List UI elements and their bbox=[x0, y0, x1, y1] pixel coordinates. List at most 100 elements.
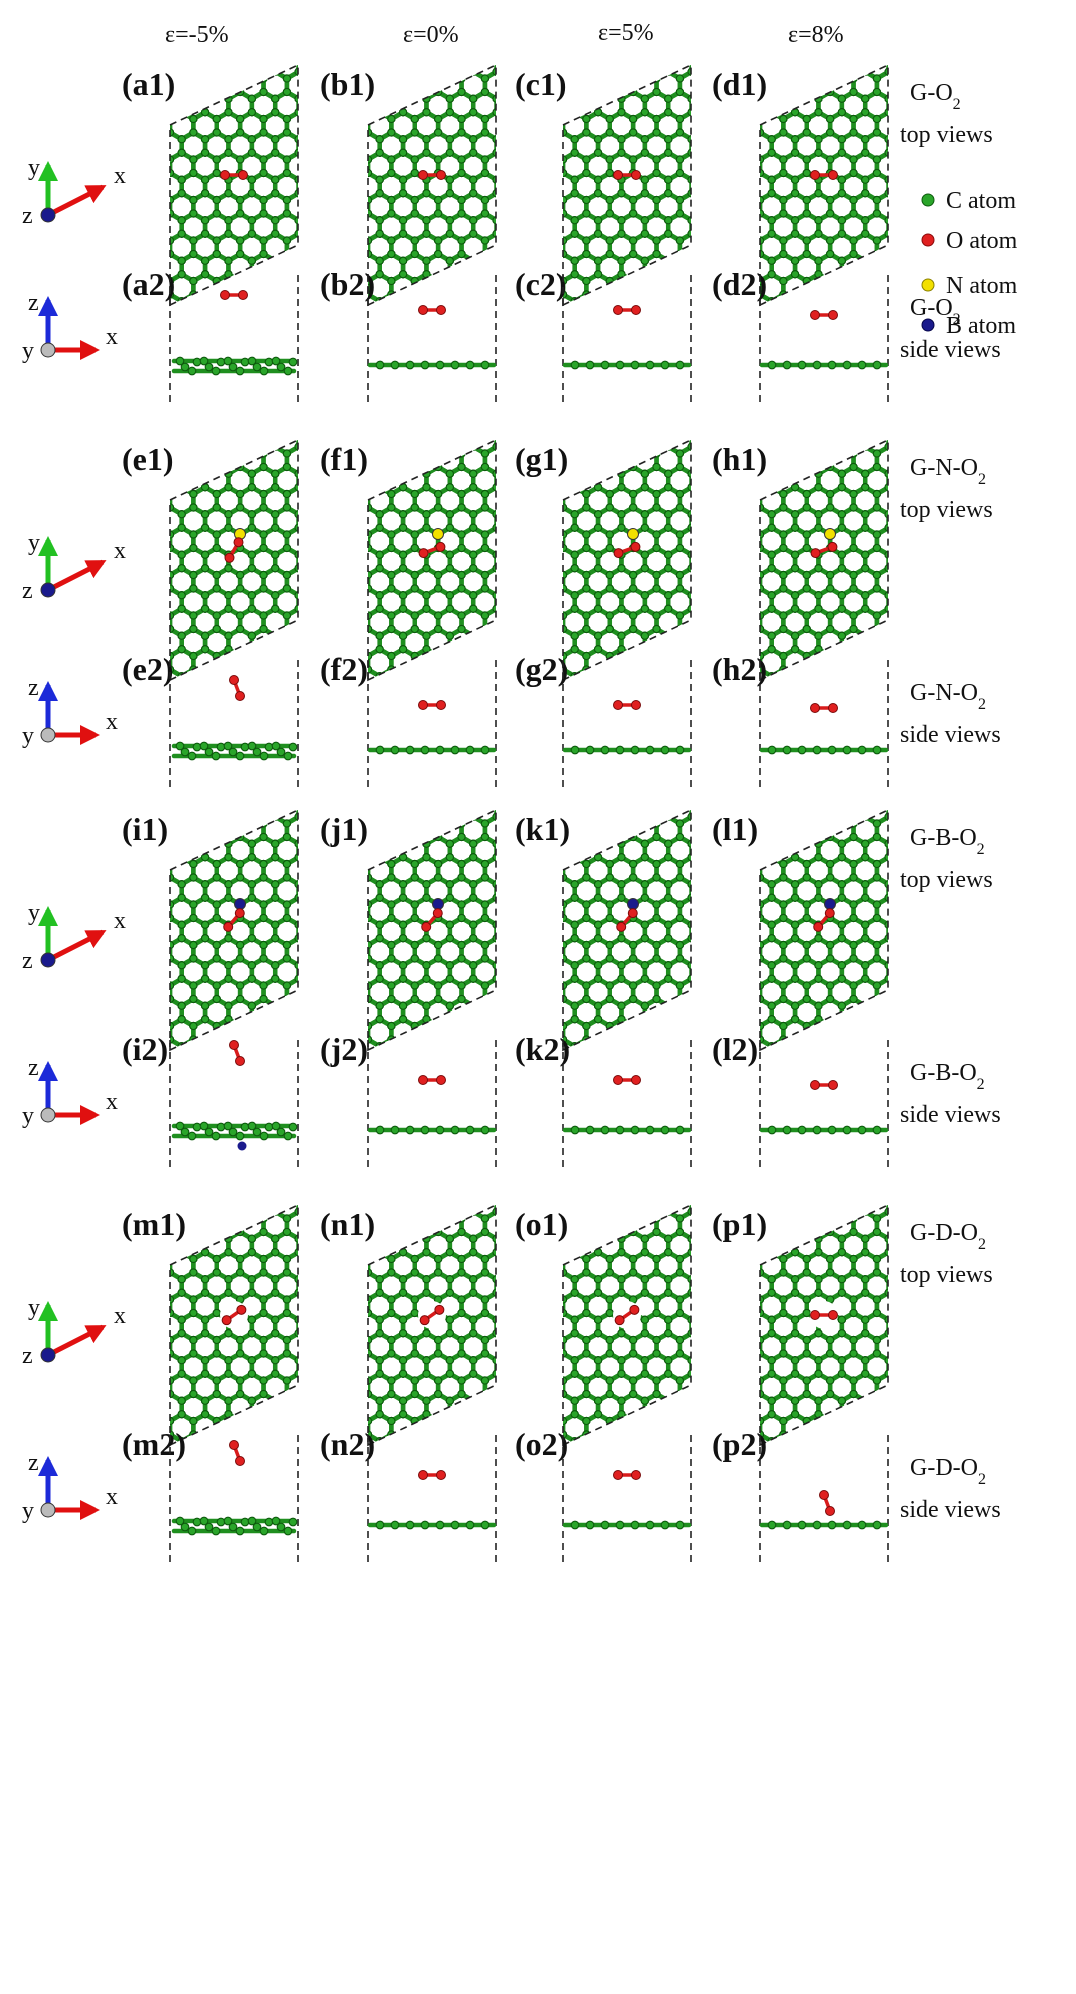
c-atom bbox=[375, 745, 385, 755]
c-atom bbox=[675, 745, 685, 755]
c-atom bbox=[585, 745, 595, 755]
o-atom bbox=[827, 541, 838, 552]
axis-triad: zxy bbox=[22, 1450, 118, 1524]
o-atom bbox=[627, 908, 638, 919]
o-atom bbox=[235, 1056, 245, 1066]
c-atom bbox=[660, 360, 670, 370]
side-view-panel bbox=[759, 275, 889, 405]
c-atom bbox=[187, 1526, 197, 1536]
panel-label: (j1) bbox=[320, 811, 368, 847]
row-title: G-D-O2 bbox=[910, 1455, 986, 1488]
axis-triad: zxy bbox=[22, 1055, 118, 1129]
c-atom bbox=[276, 1127, 286, 1137]
axis-origin bbox=[40, 952, 56, 968]
c-atom bbox=[405, 745, 415, 755]
row-subtitle: top views bbox=[900, 497, 993, 523]
legend-label: C atom bbox=[946, 188, 1016, 214]
side-view-panel bbox=[367, 660, 497, 790]
row-subtitle: top views bbox=[900, 1262, 993, 1288]
o-atom bbox=[436, 1075, 446, 1085]
c-atom bbox=[375, 1125, 385, 1135]
c-atom bbox=[812, 360, 822, 370]
c-atom bbox=[782, 1125, 792, 1135]
o-atom bbox=[418, 548, 429, 559]
o-atom bbox=[613, 1075, 623, 1085]
c-atom bbox=[842, 360, 852, 370]
o-atom bbox=[810, 310, 820, 320]
panel-label: (f1) bbox=[320, 441, 368, 477]
side-view-panel bbox=[367, 1435, 497, 1565]
c-atom bbox=[199, 1516, 209, 1526]
unit-cell-boundary bbox=[562, 808, 692, 1052]
c-atom bbox=[615, 745, 625, 755]
c-atom bbox=[235, 1131, 245, 1141]
o-atom bbox=[238, 290, 248, 300]
o-atom bbox=[616, 921, 627, 932]
c-atom bbox=[223, 356, 233, 366]
c-atom bbox=[480, 1125, 490, 1135]
c-atom bbox=[615, 1520, 625, 1530]
side-view-panel bbox=[169, 660, 299, 790]
c-atom bbox=[660, 1520, 670, 1530]
c-atom bbox=[767, 1520, 777, 1530]
o-atom bbox=[224, 552, 235, 563]
c-atom bbox=[797, 360, 807, 370]
o-atom bbox=[813, 921, 824, 932]
panel-label: (j2) bbox=[320, 1031, 368, 1067]
side-view-panel bbox=[169, 275, 299, 405]
c-atom bbox=[570, 745, 580, 755]
c-atom bbox=[600, 745, 610, 755]
c-atom bbox=[175, 741, 185, 751]
c-atom bbox=[252, 362, 262, 372]
c-atom bbox=[199, 1121, 209, 1131]
unit-cell-boundary bbox=[759, 438, 889, 682]
c-atom bbox=[223, 1121, 233, 1131]
panel-label: (m2) bbox=[122, 1426, 186, 1462]
c-atom bbox=[228, 1522, 238, 1532]
o-atom bbox=[828, 1080, 838, 1090]
axis-label: x bbox=[114, 1303, 126, 1329]
o-atom bbox=[436, 170, 446, 180]
c-atom bbox=[570, 360, 580, 370]
o-atom bbox=[810, 170, 820, 180]
side-view-panel bbox=[759, 1040, 889, 1170]
c-atom bbox=[872, 360, 882, 370]
axis-label: z bbox=[28, 1450, 39, 1476]
c-atom bbox=[812, 1125, 822, 1135]
o-atom bbox=[238, 170, 248, 180]
c-atom bbox=[276, 362, 286, 372]
axis-origin bbox=[40, 1502, 56, 1518]
unit-cell-boundary bbox=[169, 438, 299, 682]
c-atom bbox=[872, 745, 882, 755]
o-atom bbox=[631, 305, 641, 315]
c-atom bbox=[235, 1526, 245, 1536]
c-atom bbox=[375, 1520, 385, 1530]
panel-label: (o1) bbox=[515, 1206, 568, 1242]
c-atom bbox=[630, 1125, 640, 1135]
axis-triad: zxy bbox=[22, 290, 118, 364]
panel-label: (a1) bbox=[122, 66, 175, 102]
n-atom bbox=[627, 528, 639, 540]
c-atom bbox=[842, 1125, 852, 1135]
o-atom bbox=[819, 1490, 829, 1500]
o-atom-swatch bbox=[921, 233, 935, 247]
axis-label: x bbox=[114, 908, 126, 934]
c-atom bbox=[180, 1522, 190, 1532]
side-view-panel bbox=[367, 275, 497, 405]
o-atom bbox=[630, 541, 641, 552]
n-atom-swatch bbox=[921, 278, 935, 292]
c-atom bbox=[630, 360, 640, 370]
o-atom bbox=[235, 691, 245, 701]
axis-label: y bbox=[22, 338, 34, 364]
c-atom bbox=[247, 1516, 257, 1526]
axis-label: x bbox=[106, 324, 118, 350]
c-atom bbox=[872, 1125, 882, 1135]
panel-label: (n1) bbox=[320, 1206, 375, 1242]
row-subtitle: side views bbox=[900, 722, 1001, 748]
panel-label: (d2) bbox=[712, 266, 767, 302]
c-atom bbox=[570, 1520, 580, 1530]
